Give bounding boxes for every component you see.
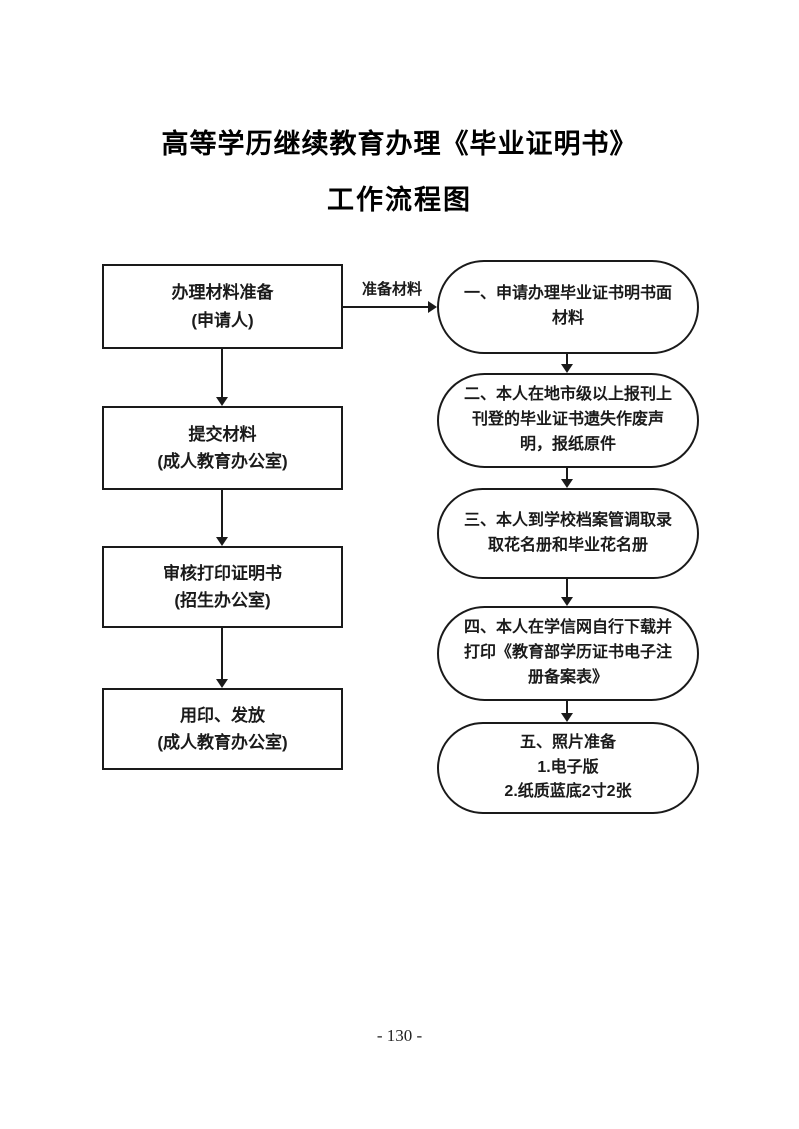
down-arrow-icon	[215, 349, 229, 406]
material-item-3-archive-rosters: 三、本人到学校档案管调取录 取花名册和毕业花名册	[437, 488, 699, 579]
step-box-review-print-certificate: 审核打印证明书 (招生办公室)	[102, 546, 343, 628]
step-box-submit-materials: 提交材料 (成人教育办公室)	[102, 406, 343, 490]
page-title-line-2: 工作流程图	[327, 185, 472, 215]
step-box-prepare-materials: 办理材料准备 (申请人)	[102, 264, 343, 349]
down-arrow-icon	[560, 354, 574, 373]
down-arrow-icon	[215, 490, 229, 546]
down-arrow-icon	[560, 468, 574, 488]
down-arrow-icon	[560, 701, 574, 722]
right-arrow-icon	[343, 300, 437, 314]
material-item-4-chsi-record-form: 四、本人在学信网自行下载并 打印《教育部学历证书电子注 册备案表》	[437, 606, 699, 701]
material-item-1-written-application: 一、申请办理毕业证书明书面 材料	[437, 260, 699, 354]
material-item-5-photos: 五、照片准备 1.电子版 2.纸质蓝底2寸2张	[437, 722, 699, 814]
page-number: - 130 -	[376, 1026, 423, 1045]
step-box-seal-and-issue: 用印、发放 (成人教育办公室)	[102, 688, 343, 770]
connector-label-prepare-materials: 准备材料	[361, 281, 422, 298]
down-arrow-icon	[560, 579, 574, 606]
down-arrow-icon	[215, 628, 229, 688]
material-item-2-newspaper-loss-notice: 二、本人在地市级以上报刊上 刊登的毕业证书遗失作废声 明，报纸原件	[437, 373, 699, 468]
page-title-line-1: 高等学历继续教育办理《毕业证明书》	[161, 129, 638, 159]
